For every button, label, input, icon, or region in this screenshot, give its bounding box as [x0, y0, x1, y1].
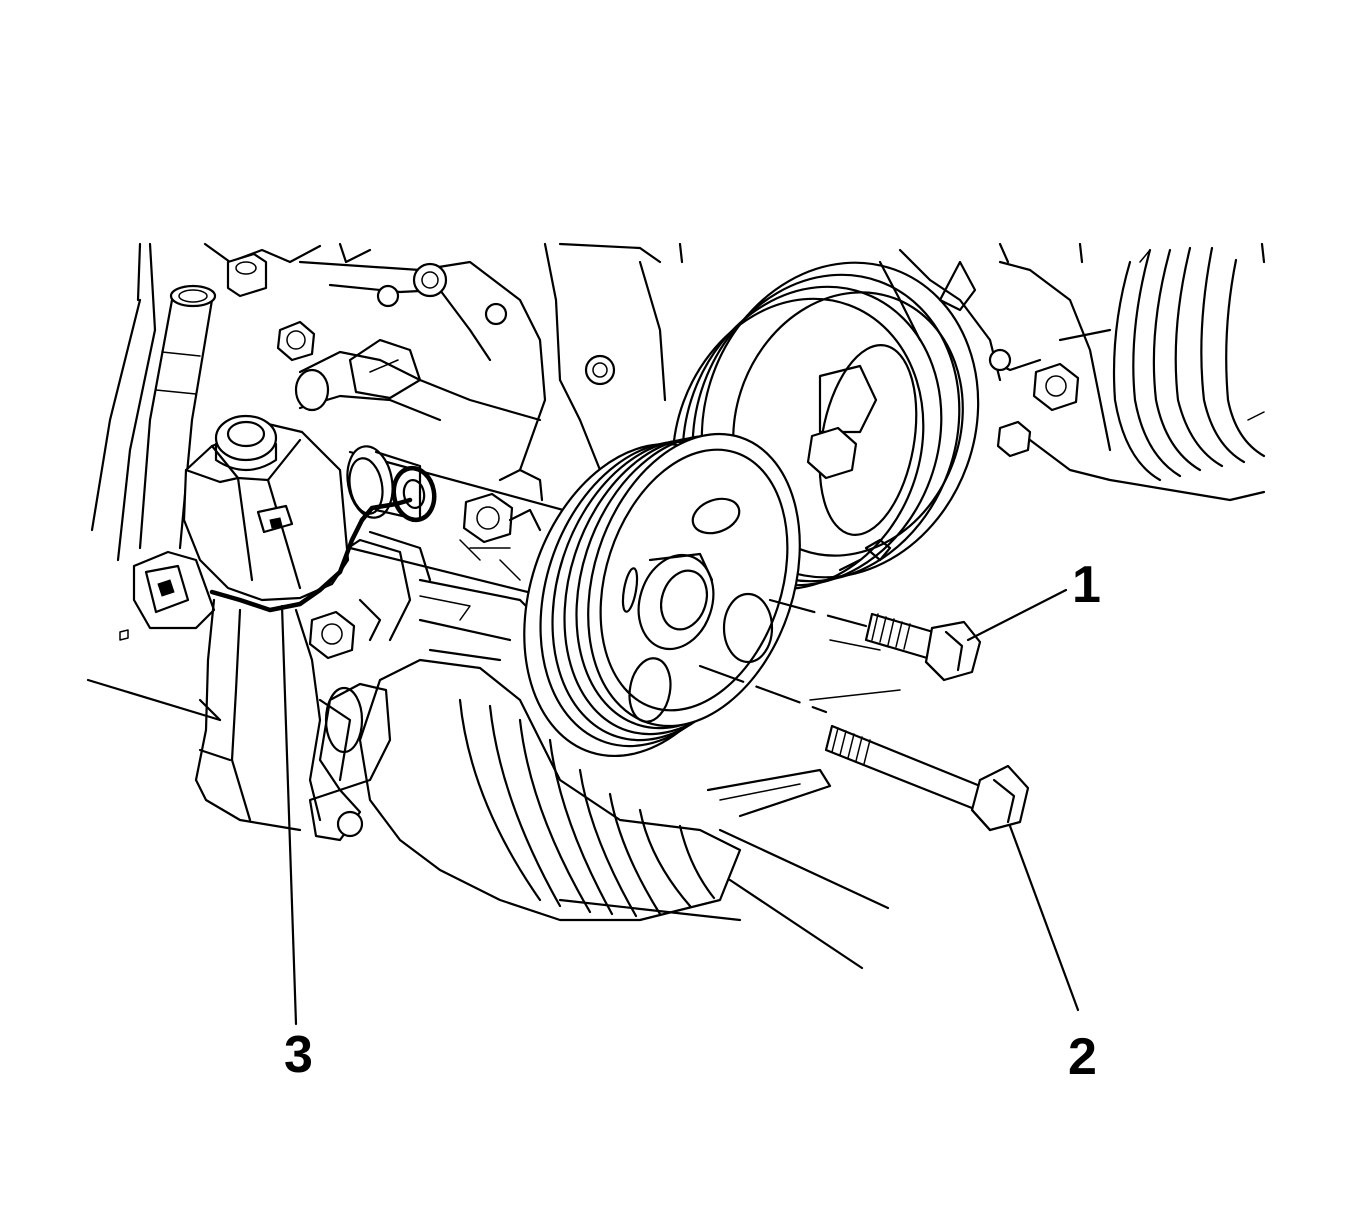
leader-line-3: [280, 604, 298, 1026]
bolt-alignment-lines: [698, 598, 901, 714]
drive-axle-shaft: [558, 828, 890, 970]
leader-line-2: [1008, 824, 1080, 1012]
callout-label-3: 3: [284, 1026, 313, 1084]
upper-pump-bolt: [864, 612, 982, 682]
callout-leader-lines: [280, 588, 1080, 1026]
lower-pump-bolt: [824, 724, 1030, 832]
leader-line-1: [966, 588, 1068, 642]
power-steering-pump-body: [119, 414, 352, 832]
callout-label-1: 1: [1072, 556, 1101, 614]
drive-axle-boot: [308, 658, 832, 922]
callout-label-2: 2: [1068, 1028, 1097, 1086]
engine-block-background: [86, 242, 1266, 722]
power-steering-pump-gasket: [209, 497, 413, 613]
power-steering-pump-pulley: [523, 432, 801, 758]
